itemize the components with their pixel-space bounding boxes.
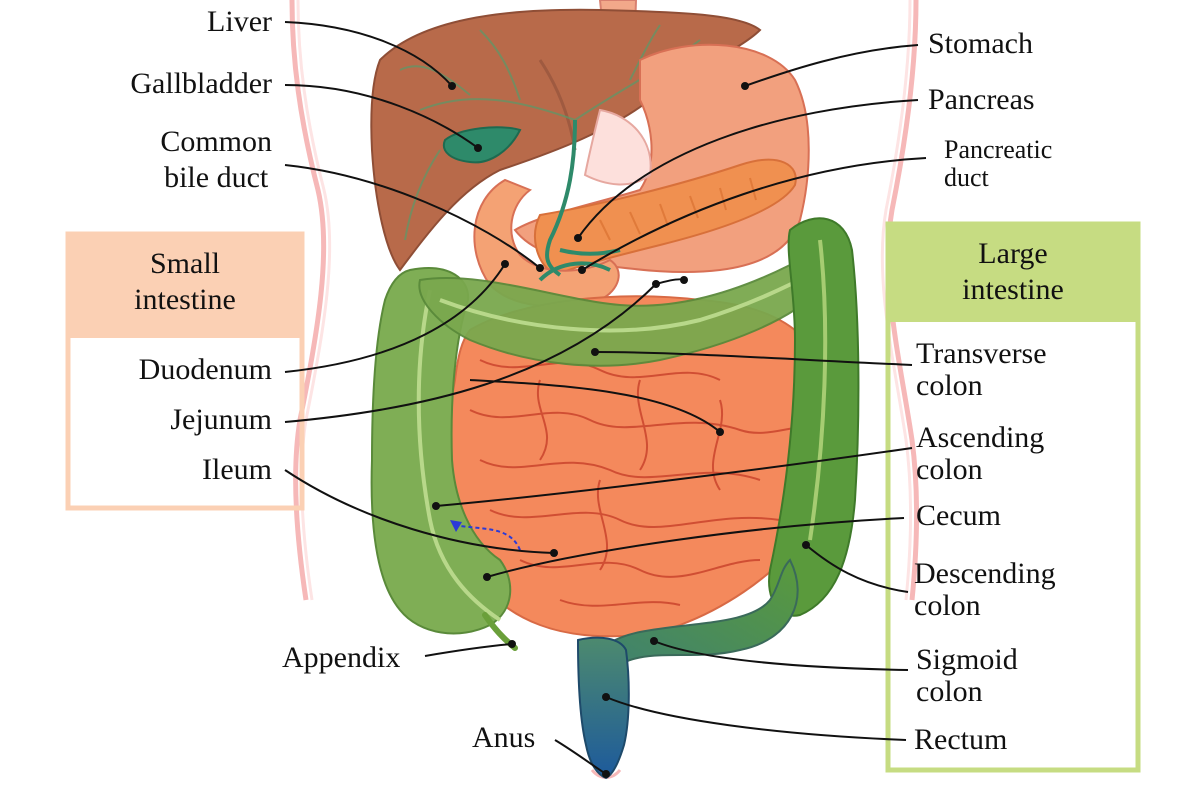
label-transverse-colon-line1: Transverse [916, 337, 1047, 370]
leader-lines [284, 21, 927, 775]
gallbladder-shape [442, 126, 522, 164]
leader-ileum [284, 469, 555, 554]
descending-colon-band [808, 239, 828, 541]
leader-pancreas [577, 99, 919, 239]
small-intestine-title: Small intestine [68, 246, 302, 318]
label-common-bile-duct-line2: bile duct [164, 161, 269, 194]
label-ileum: Ileum [202, 453, 272, 486]
small-intestine-title-line2: intestine [134, 283, 236, 316]
leader-anus [554, 739, 607, 775]
label-ascending-colon-line2: colon [916, 453, 983, 486]
label-descending-colon-line1: Descending [914, 557, 1056, 590]
flow-arrow [454, 524, 521, 551]
leader-cecum [486, 517, 905, 578]
ascending-colon-band [416, 289, 502, 622]
label-pancreas: Pancreas [928, 83, 1035, 116]
label-duodenum: Duodenum [138, 353, 272, 386]
rectum-shape [576, 636, 630, 780]
label-cecum: Cecum [916, 499, 1001, 532]
large-intestine-title: Large intestine [886, 236, 1140, 308]
leader-stomach [744, 44, 919, 87]
label-appendix: Appendix [282, 641, 401, 674]
pancreas-lobules [599, 177, 757, 241]
descending-colon-shape [768, 217, 860, 617]
small-intestine-group-box [65, 231, 305, 511]
label-pancreatic-duct-line2: duct [944, 163, 989, 192]
leader-duodenum [284, 263, 506, 373]
leader-pancreatic-duct [581, 157, 927, 271]
label-anus: Anus [472, 721, 536, 754]
label-rectum: Rectum [914, 723, 1008, 756]
label-sigmoid-colon-line1: Sigmoid [916, 643, 1018, 676]
small-intestine-title-line1: Small [149, 247, 220, 280]
large-intestine-group-box [885, 221, 1141, 773]
large-intestine-title-line2: intestine [962, 273, 1064, 306]
leader-sigmoid-colon [653, 640, 909, 671]
leader-jejunum-2 [655, 278, 685, 285]
label-pancreatic-duct: Pancreatic duct [944, 136, 1052, 192]
label-ascending-colon-line1: Ascending [916, 421, 1045, 454]
leader-jejunum [284, 283, 657, 423]
leader-gallbladder [284, 84, 479, 149]
label-sigmoid-colon-line2: colon [916, 675, 983, 708]
leader-ascending-colon [435, 447, 913, 507]
label-gallbladder: Gallbladder [130, 67, 272, 100]
large-intestine-title-line1: Large [978, 237, 1048, 270]
label-transverse-colon: Transverse colon [916, 338, 1047, 402]
leader-liver [284, 21, 453, 87]
label-descending-colon-line2: colon [914, 589, 981, 622]
label-pancreatic-duct-line1: Pancreatic [944, 135, 1053, 164]
label-stomach: Stomach [928, 27, 1033, 60]
leader-common-bile-duct [284, 164, 541, 269]
label-jejunum: Jejunum [170, 403, 272, 436]
label-common-bile-duct: Common bile duct [160, 126, 272, 194]
leader-descending-colon [805, 544, 909, 593]
label-liver: Liver [207, 5, 272, 38]
leader-appendix [424, 643, 513, 657]
stomach-pylorus [583, 108, 652, 186]
leader-rectum [605, 696, 907, 741]
transverse-colon-band [439, 270, 816, 333]
label-descending-colon: Descending colon [914, 558, 1056, 622]
label-sigmoid-colon: Sigmoid colon [916, 644, 1018, 708]
label-ascending-colon: Ascending colon [916, 422, 1044, 486]
flow-arrowhead [450, 520, 462, 532]
leader-dots [432, 82, 810, 778]
leader-transverse-colon [594, 351, 913, 366]
small-intestine-loops [469, 359, 816, 607]
label-transverse-colon-line2: colon [916, 369, 983, 402]
label-common-bile-duct-line1: Common [160, 125, 272, 158]
leader-transverse-to-si [469, 379, 721, 433]
